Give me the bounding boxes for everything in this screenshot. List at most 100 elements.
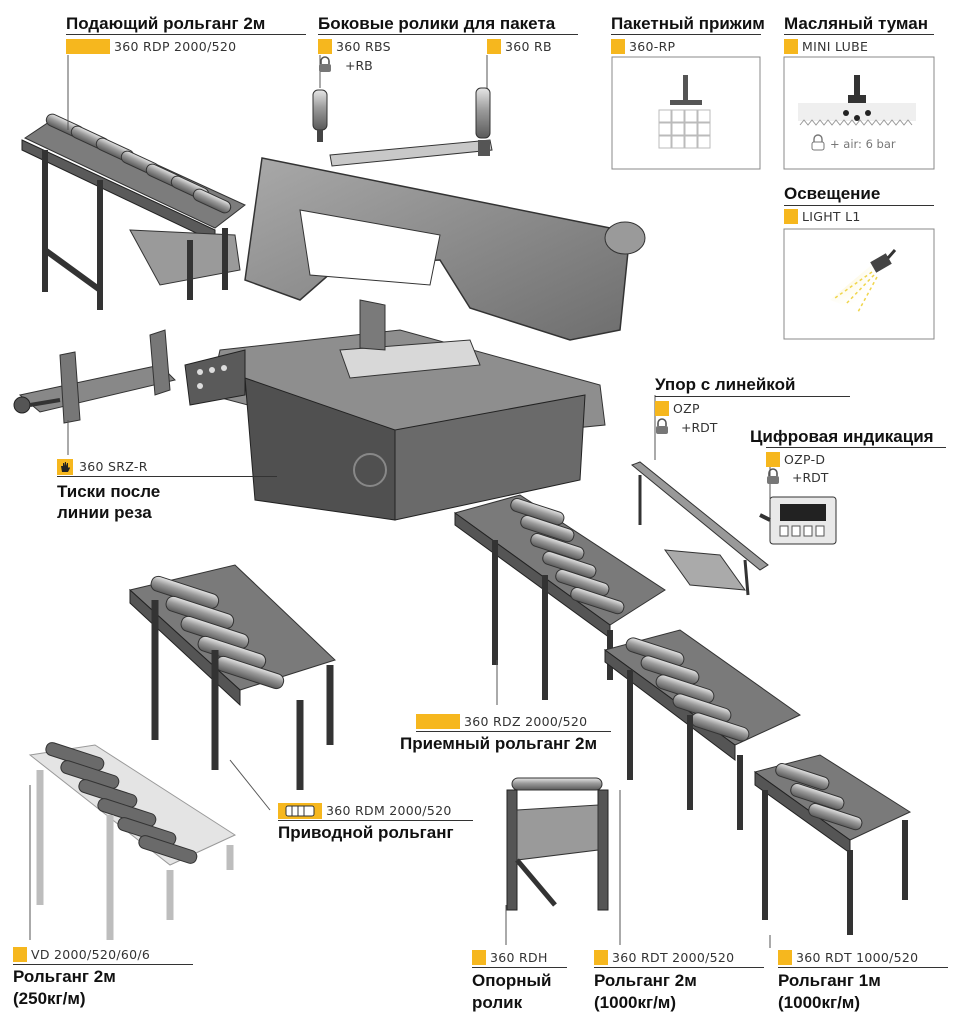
stop-ruler-title: Упор с линейкой — [655, 375, 796, 394]
vd-underline — [13, 964, 193, 965]
accent-marker — [472, 950, 486, 965]
vd-code: VD 2000/520/60/6 — [31, 947, 151, 962]
bundle-clamp-underline — [611, 34, 761, 35]
digital-title: Цифровая индикация — [750, 427, 934, 446]
driven-conveyor-image — [128, 564, 336, 790]
lock-icon — [319, 56, 331, 72]
receiving-code: 360 RDZ 2000/520 — [464, 714, 588, 729]
oil-mist-title: Масляный туман — [784, 14, 929, 33]
length-stop-image — [631, 461, 769, 596]
feed-conveyor-underline — [66, 34, 306, 35]
vd-title-line2: (250кг/м) — [13, 989, 86, 1008]
rdt2000-code-tag: 360 RDT 2000/520 — [594, 948, 734, 967]
lighting-underline — [784, 205, 934, 206]
bundle-clamp-code-tag: 360-RP — [611, 37, 675, 56]
rdt1000-title-line1: Рольганг 1м — [778, 971, 881, 990]
receiving-title: Приемный рольганг 2м — [400, 734, 598, 753]
side-rollers-image — [312, 87, 493, 167]
heavy-conveyor-2m-image — [603, 629, 801, 830]
accent-marker — [66, 39, 110, 54]
receiving-code-tag: 360 RDZ 2000/520 — [416, 712, 587, 731]
support-roller-title-line1: Опорный — [472, 971, 552, 990]
support-roller-code: 360 RDH — [490, 950, 548, 965]
driven-code: 360 RDM 2000/520 — [326, 803, 452, 818]
vise-code-tag: 360 SRZ-R — [57, 457, 148, 476]
support-roller-code-tag: 360 RDH — [472, 948, 548, 967]
digital-underline — [766, 447, 946, 448]
feed-conveyor-code: 360 RDP 2000/520 — [114, 39, 237, 54]
motor-icon — [278, 802, 322, 819]
rdt2000-title-line2: (1000кг/м) — [594, 993, 677, 1012]
vise-title-line1: Тиски после — [57, 482, 161, 501]
lock-icon — [767, 468, 779, 484]
rdt1000-title-line2: (1000кг/м) — [778, 993, 861, 1012]
receiving-conveyor-image — [453, 494, 666, 700]
accent-marker — [318, 39, 332, 54]
rdt2000-title-line1: Рольганг 2м — [594, 971, 697, 990]
hand-warning-icon — [57, 458, 73, 475]
bundle-clamp-title: Пакетный прижим — [611, 14, 765, 33]
driven-code-tag: 360 RDM 2000/520 — [278, 801, 452, 820]
bandsaw-machine-image — [184, 157, 646, 521]
side-rollers-code-a: 360 RBS — [336, 39, 391, 54]
accent-marker — [611, 39, 625, 54]
lighting-code: LIGHT L1 — [802, 209, 861, 224]
lock-icon — [656, 418, 668, 434]
oil-mist-diagram — [783, 56, 935, 170]
stop-ruler-sub: +RDT — [681, 420, 718, 435]
side-rollers-code-a-tag: 360 RBS — [318, 37, 391, 56]
accent-marker — [778, 950, 792, 965]
accent-marker — [594, 950, 608, 965]
light-conveyor-image — [28, 742, 237, 940]
side-rollers-code-b-tag: 360 RB — [487, 37, 552, 56]
vise-title-line2: линии реза — [57, 503, 152, 522]
accent-marker — [13, 947, 27, 962]
accent-marker — [655, 401, 669, 416]
bundle-clamp-code: 360-RP — [629, 39, 676, 54]
rear-vise-image — [13, 329, 176, 424]
feed-conveyor-code-tag: 360 RDP 2000/520 — [66, 37, 236, 56]
digital-code-tag: OZP-D — [766, 450, 825, 469]
vise-underline — [57, 476, 277, 477]
support-roller-title-line2: ролик — [472, 993, 523, 1012]
stop-ruler-code-tag: OZP — [655, 399, 700, 418]
driven-underline — [278, 820, 473, 821]
vd-title-line1: Рольганг 2м — [13, 967, 116, 986]
oil-mist-underline — [784, 34, 934, 35]
vd-code-tag: VD 2000/520/60/6 — [13, 945, 150, 964]
accent-marker — [784, 39, 798, 54]
oil-mist-sub: + air: 6 bar — [830, 137, 896, 151]
oil-mist-code: MINI LUBE — [802, 39, 869, 54]
feed-conveyor-title: Подающий рольганг 2м — [66, 14, 266, 33]
lock-icon — [811, 134, 825, 151]
lighting-code-tag: LIGHT L1 — [784, 207, 861, 226]
accent-marker — [784, 209, 798, 224]
rdt2000-underline — [594, 967, 764, 968]
support-roller-image — [506, 777, 609, 911]
leader-lines — [29, 55, 771, 948]
driven-title: Приводной рольганг — [278, 823, 454, 842]
feed-conveyor-image — [21, 113, 246, 310]
stop-ruler-underline — [655, 396, 850, 397]
accent-marker — [416, 714, 460, 729]
side-rollers-underline — [318, 34, 578, 35]
side-rollers-title: Боковые ролики для пакета — [318, 14, 556, 33]
receiving-underline — [416, 731, 611, 732]
digital-code: OZP-D — [784, 452, 826, 467]
rdt1000-underline — [778, 967, 948, 968]
support-roller-underline — [472, 967, 567, 968]
accent-marker — [487, 39, 501, 54]
lighting-diagram — [783, 228, 935, 340]
rdt1000-code: 360 RDT 1000/520 — [796, 950, 919, 965]
oil-mist-code-tag: MINI LUBE — [784, 37, 868, 56]
digital-display-image — [759, 496, 837, 545]
vise-code: 360 SRZ-R — [79, 459, 148, 474]
bundle-clamp-diagram — [611, 56, 761, 170]
side-rollers-sub: +RB — [345, 58, 373, 73]
accent-marker — [766, 452, 780, 467]
side-rollers-code-b: 360 RB — [505, 39, 552, 54]
stop-ruler-code: OZP — [673, 401, 700, 416]
heavy-conveyor-1m-image — [753, 754, 912, 935]
lighting-title: Освещение — [784, 184, 881, 203]
